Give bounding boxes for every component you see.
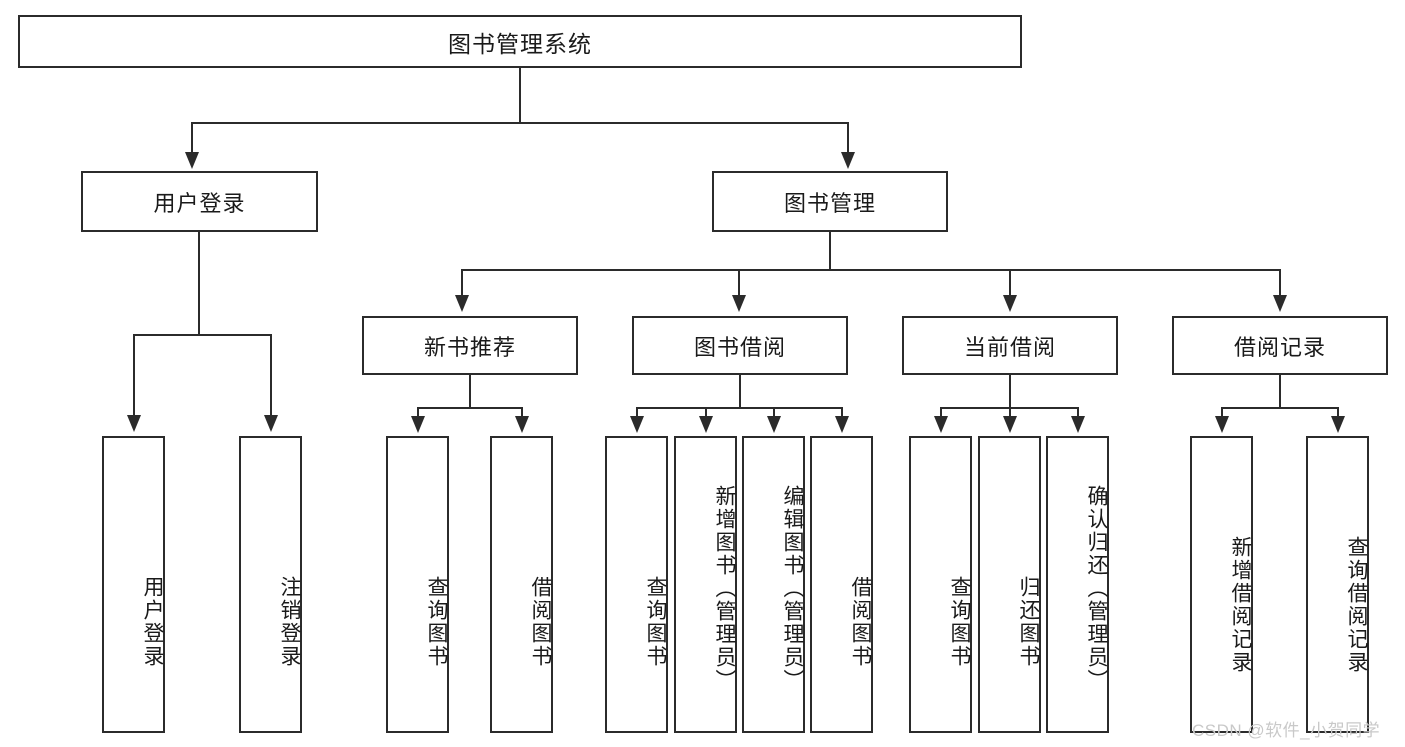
arrow-icon-user-login-1	[127, 415, 141, 432]
arrow-icon-level3-4	[1273, 295, 1287, 312]
connector-user-login-drop-2	[270, 334, 272, 418]
node-book-borrow[interactable]: 图书借阅	[632, 316, 848, 375]
leaf-borrow-edit-book-admin[interactable]: 编辑图书（管理员）	[742, 436, 805, 733]
arrow-icon-level3-2	[732, 295, 746, 312]
arrow-icon-recommend-1	[411, 416, 425, 433]
connector-current-stem	[1009, 375, 1011, 408]
arrow-icon-record-2	[1331, 416, 1345, 433]
csdn-watermark: CSDN @软件_小贺同学	[1192, 721, 1381, 740]
arrow-icon-level3-1	[455, 295, 469, 312]
arrow-icon-current-3	[1071, 416, 1085, 433]
connector-user-login-bar	[134, 334, 272, 336]
connector-recommend-bar	[418, 407, 522, 409]
leaf-record-add-record[interactable]: 新增借阅记录	[1190, 436, 1253, 733]
connector-current-drop-1	[940, 407, 942, 419]
arrow-icon-level3-3	[1003, 295, 1017, 312]
connector-level3-drop-1	[461, 269, 463, 298]
connector-borrow-drop-4	[841, 407, 843, 419]
leaf-borrow-borrow-book[interactable]: 借阅图书	[810, 436, 873, 733]
connector-current-drop-2	[1009, 407, 1011, 419]
connector-borrow-bar	[637, 407, 843, 409]
connector-record-drop-2	[1337, 407, 1339, 419]
connector-borrow-drop-1	[636, 407, 638, 419]
connector-level3-drop-4	[1279, 269, 1281, 298]
connector-recommend-stem	[469, 375, 471, 408]
connector-borrow-drop-2	[705, 407, 707, 419]
connector-level3-drop-2	[738, 269, 740, 298]
connector-root-stem	[519, 68, 521, 123]
connector-recommend-drop-1	[417, 407, 419, 419]
leaf-current-return-book[interactable]: 归还图书	[978, 436, 1041, 733]
arrow-icon-current-2	[1003, 416, 1017, 433]
connector-record-bar	[1222, 407, 1338, 409]
leaf-borrow-add-book-admin[interactable]: 新增图书（管理员）	[674, 436, 737, 733]
connector-book-mgmt-stem	[829, 232, 831, 271]
connector-user-login-drop-1	[133, 334, 135, 418]
connector-user-login-stem	[198, 232, 200, 335]
leaf-current-confirm-return-admin[interactable]: 确认归还（管理员）	[1046, 436, 1109, 733]
leaf-user-login-logout[interactable]: 注销登录	[239, 436, 302, 733]
arrow-icon-record-1	[1215, 416, 1229, 433]
connector-recommend-drop-2	[521, 407, 523, 419]
leaf-current-query-book[interactable]: 查询图书	[909, 436, 972, 733]
node-root-book-management-system[interactable]: 图书管理系统	[18, 15, 1022, 68]
node-book-management[interactable]: 图书管理	[712, 171, 948, 232]
connector-level2-bar	[192, 122, 848, 124]
node-borrow-record[interactable]: 借阅记录	[1172, 316, 1388, 375]
leaf-record-query-record[interactable]: 查询借阅记录	[1306, 436, 1369, 733]
connector-current-drop-3	[1077, 407, 1079, 419]
leaf-user-login-login[interactable]: 用户登录	[102, 436, 165, 733]
arrow-icon-borrow-4	[835, 416, 849, 433]
arrow-icon-borrow-2	[699, 416, 713, 433]
leaf-borrow-query-book[interactable]: 查询图书	[605, 436, 668, 733]
connector-level2-drop-1	[191, 122, 193, 155]
arrow-icon-level2-2	[841, 152, 855, 169]
arrow-icon-user-login-2	[264, 415, 278, 432]
connector-level3-drop-3	[1009, 269, 1011, 298]
arrow-icon-borrow-1	[630, 416, 644, 433]
connector-record-stem	[1279, 375, 1281, 408]
connector-level2-drop-2	[847, 122, 849, 155]
leaf-recommend-borrow-book[interactable]: 借阅图书	[490, 436, 553, 733]
arrow-icon-recommend-2	[515, 416, 529, 433]
arrow-icon-current-1	[934, 416, 948, 433]
arrow-icon-level2-1	[185, 152, 199, 169]
node-user-login[interactable]: 用户登录	[81, 171, 318, 232]
connector-level3-bar	[462, 269, 1281, 271]
arrow-icon-borrow-3	[767, 416, 781, 433]
node-new-book-recommend[interactable]: 新书推荐	[362, 316, 578, 375]
leaf-recommend-query-book[interactable]: 查询图书	[386, 436, 449, 733]
connector-record-drop-1	[1221, 407, 1223, 419]
connector-borrow-stem	[739, 375, 741, 408]
connector-borrow-drop-3	[773, 407, 775, 419]
node-current-borrow[interactable]: 当前借阅	[902, 316, 1118, 375]
